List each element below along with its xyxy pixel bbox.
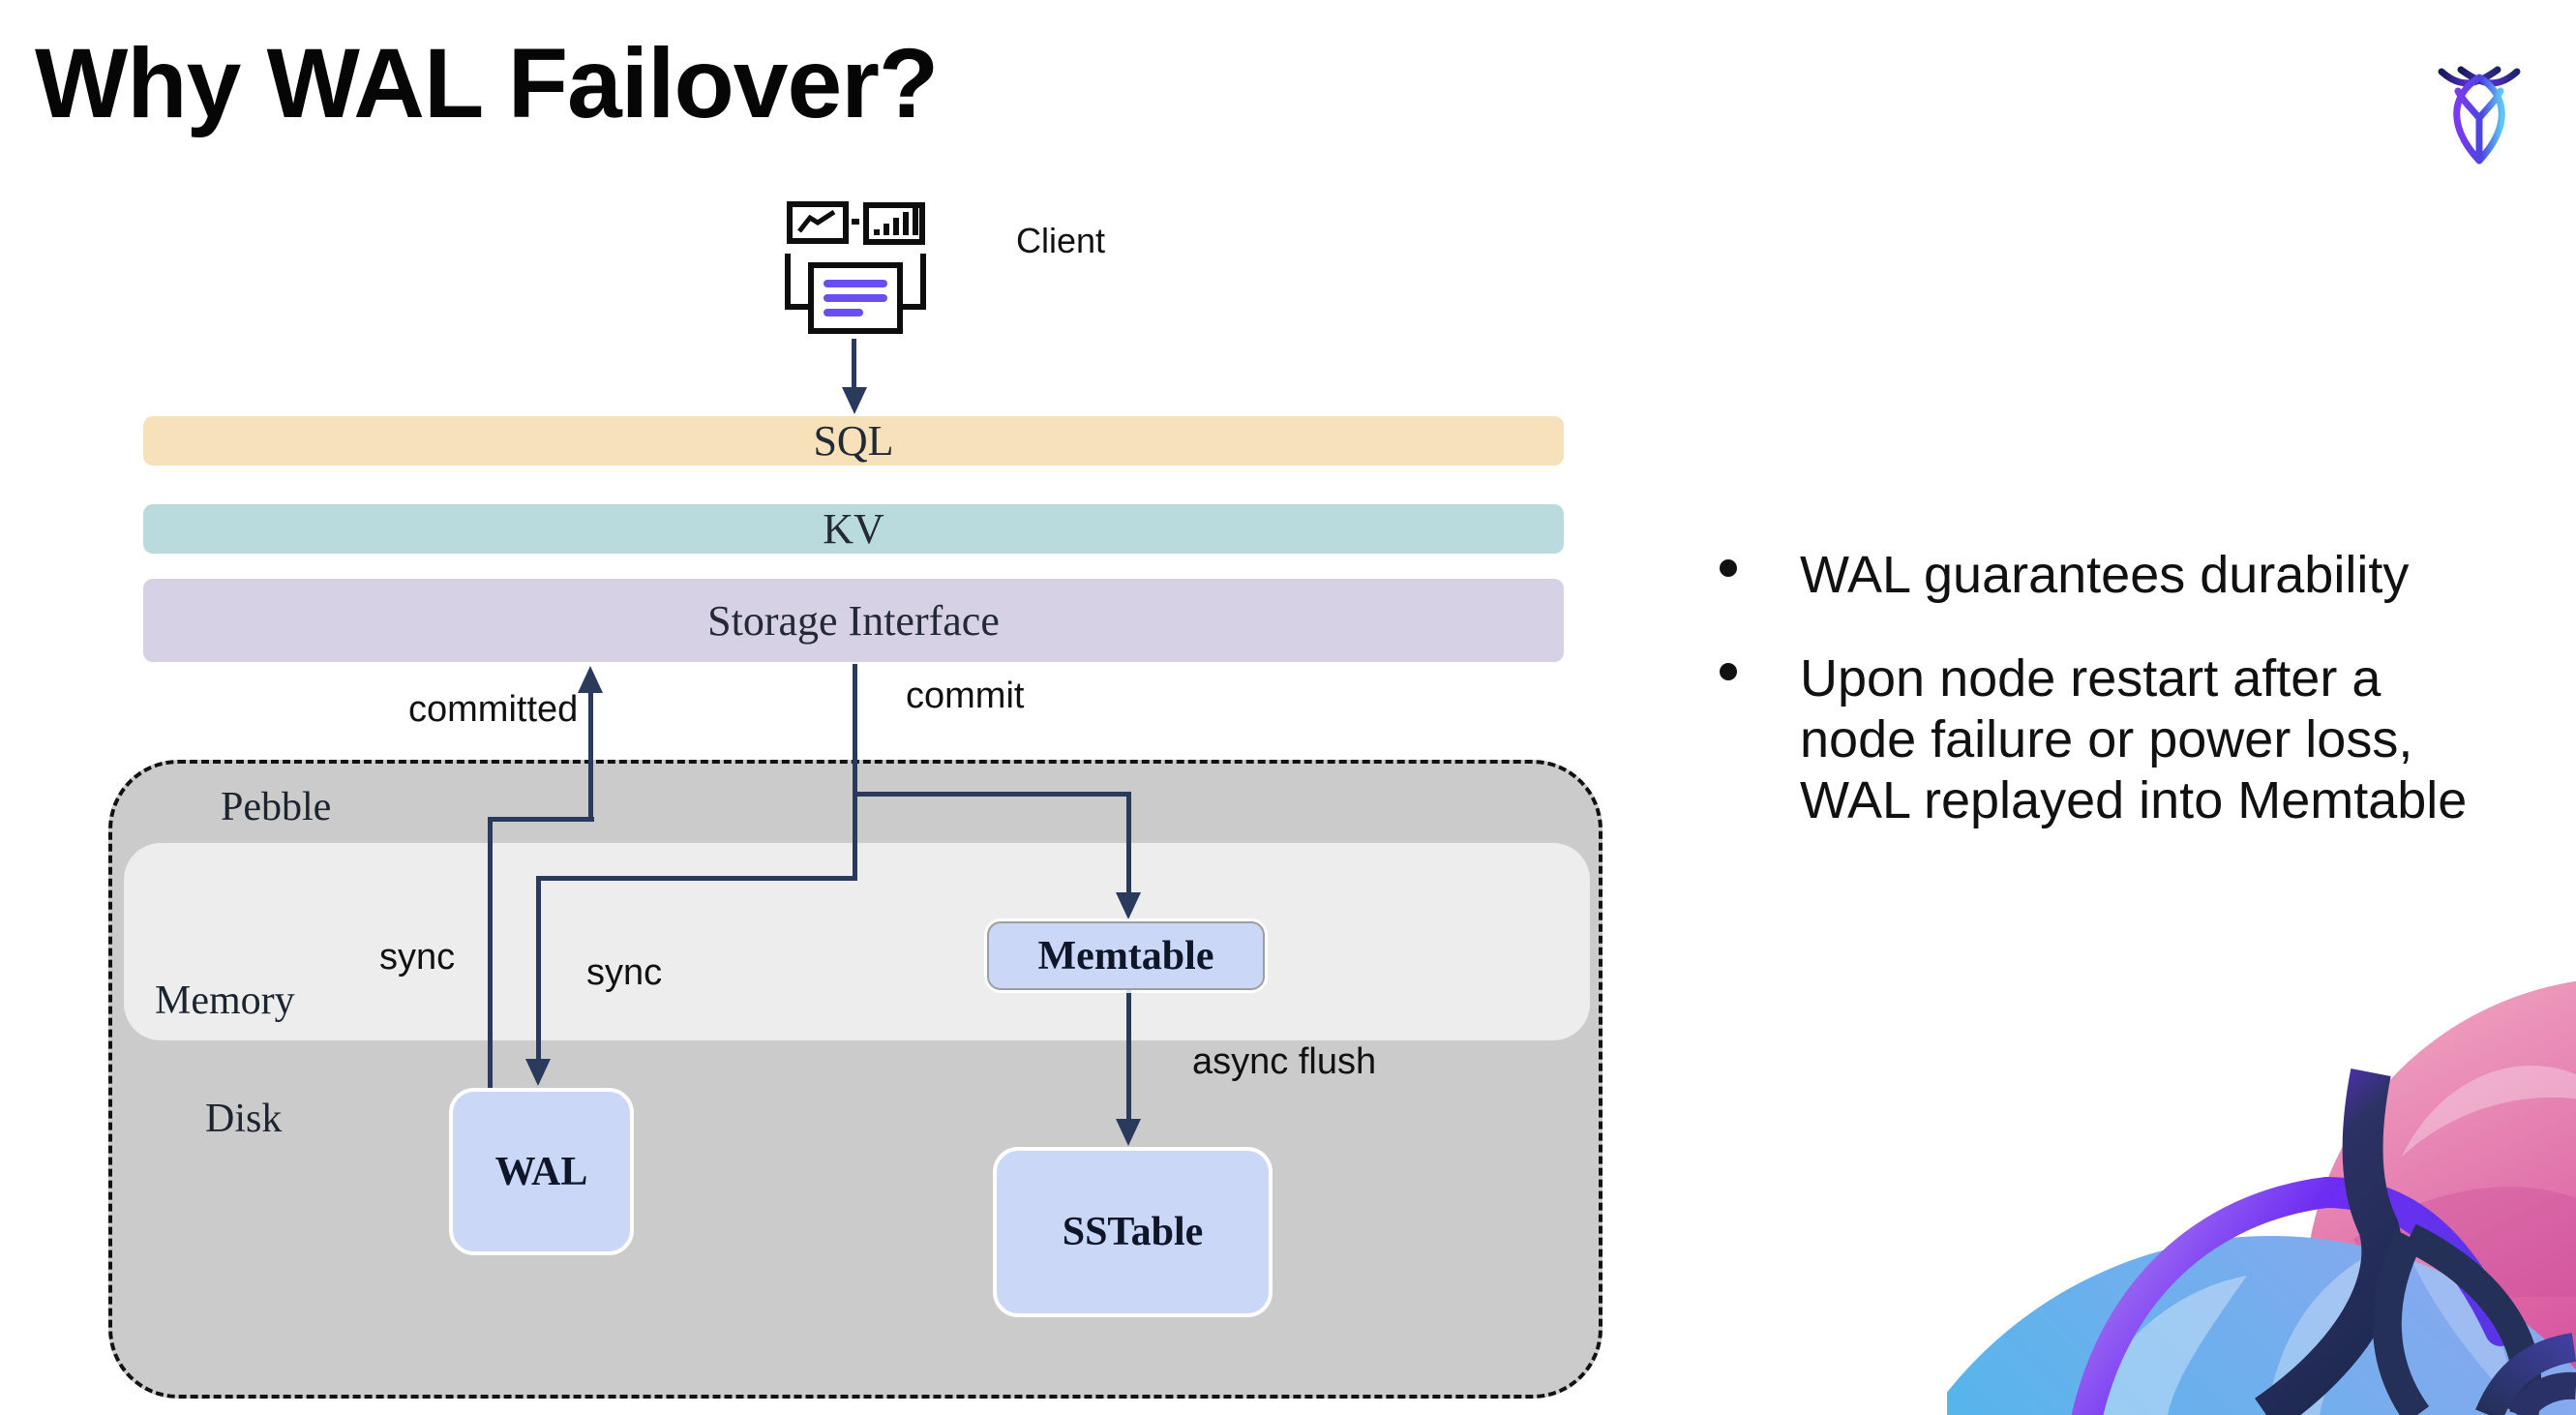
line-chart-icon	[787, 201, 849, 244]
async-flush-label: async flush	[1192, 1041, 1377, 1082]
disk-label: Disk	[205, 1097, 283, 1141]
layer-bar-kv: KV	[143, 504, 1564, 554]
bullet-item: Upon node restart after a node failure o…	[1800, 648, 2467, 831]
wal-node: WAL	[449, 1088, 634, 1255]
sstable-node: SSTable	[993, 1147, 1273, 1317]
commit-label: commit	[906, 676, 1025, 716]
memtable-node-label: Memtable	[1037, 933, 1214, 978]
bullet-dot	[1720, 663, 1737, 680]
edge-commit-down-to-wal	[536, 876, 541, 1063]
edge-committed-vertical-to-storage	[588, 689, 593, 822]
arrowhead-into-wal	[525, 1059, 551, 1086]
edge-client-to-sql	[852, 339, 856, 391]
client-label: Client	[1016, 221, 1106, 260]
edge-commit-vertical	[853, 664, 857, 881]
edge-commit-branch-to-memtable	[853, 792, 1131, 797]
arrowhead-committed	[578, 666, 603, 693]
layer-bar-sql: SQL	[143, 416, 1564, 466]
sync-left-label: sync	[379, 937, 456, 978]
left-bracket-icon	[785, 254, 808, 310]
edge-commit-branch-to-wal	[536, 876, 857, 881]
arrowhead-into-sstable	[1116, 1119, 1141, 1146]
layer-label-kv: KV	[823, 505, 884, 553]
bullet-line: WAL replayed into Memtable	[1800, 771, 2468, 829]
right-bracket-icon	[903, 254, 926, 310]
client-app-windows-icon	[785, 201, 926, 334]
pebble-label: Pebble	[221, 785, 332, 829]
layer-bar-storage-interface: Storage Interface	[143, 579, 1564, 662]
layer-label-sql: SQL	[813, 417, 894, 465]
edge-committed-jog	[488, 817, 594, 822]
memtable-node: Memtable	[987, 921, 1265, 990]
committed-label: committed	[408, 689, 579, 730]
bullet-item: WAL guarantees durability	[1800, 545, 2409, 606]
cockroachdb-logo-icon	[2438, 66, 2521, 165]
memory-label: Memory	[155, 978, 295, 1023]
sync-right-label: sync	[586, 952, 663, 993]
arrowhead-into-memtable	[1116, 892, 1141, 919]
bullet-dot	[1720, 559, 1737, 577]
layer-label-storage-interface: Storage Interface	[707, 596, 1000, 645]
brand-sphere-artwork	[1947, 980, 2576, 1415]
sstable-node-label: SSTable	[1062, 1210, 1204, 1254]
arrowhead-client-to-sql	[842, 387, 867, 414]
bullet-line: node failure or power loss,	[1800, 710, 2413, 768]
bullet-line: Upon node restart after a	[1800, 649, 2381, 708]
wal-node-label: WAL	[494, 1149, 588, 1194]
bar-chart-icon	[863, 202, 925, 245]
edge-commit-down-to-memtable	[1126, 792, 1131, 896]
bullet-line: WAL guarantees durability	[1800, 546, 2410, 604]
edge-committed-vertical-from-wal	[488, 817, 493, 1088]
page-title: Why WAL Failover?	[35, 28, 939, 138]
edge-memtable-to-sstable	[1126, 990, 1131, 1123]
